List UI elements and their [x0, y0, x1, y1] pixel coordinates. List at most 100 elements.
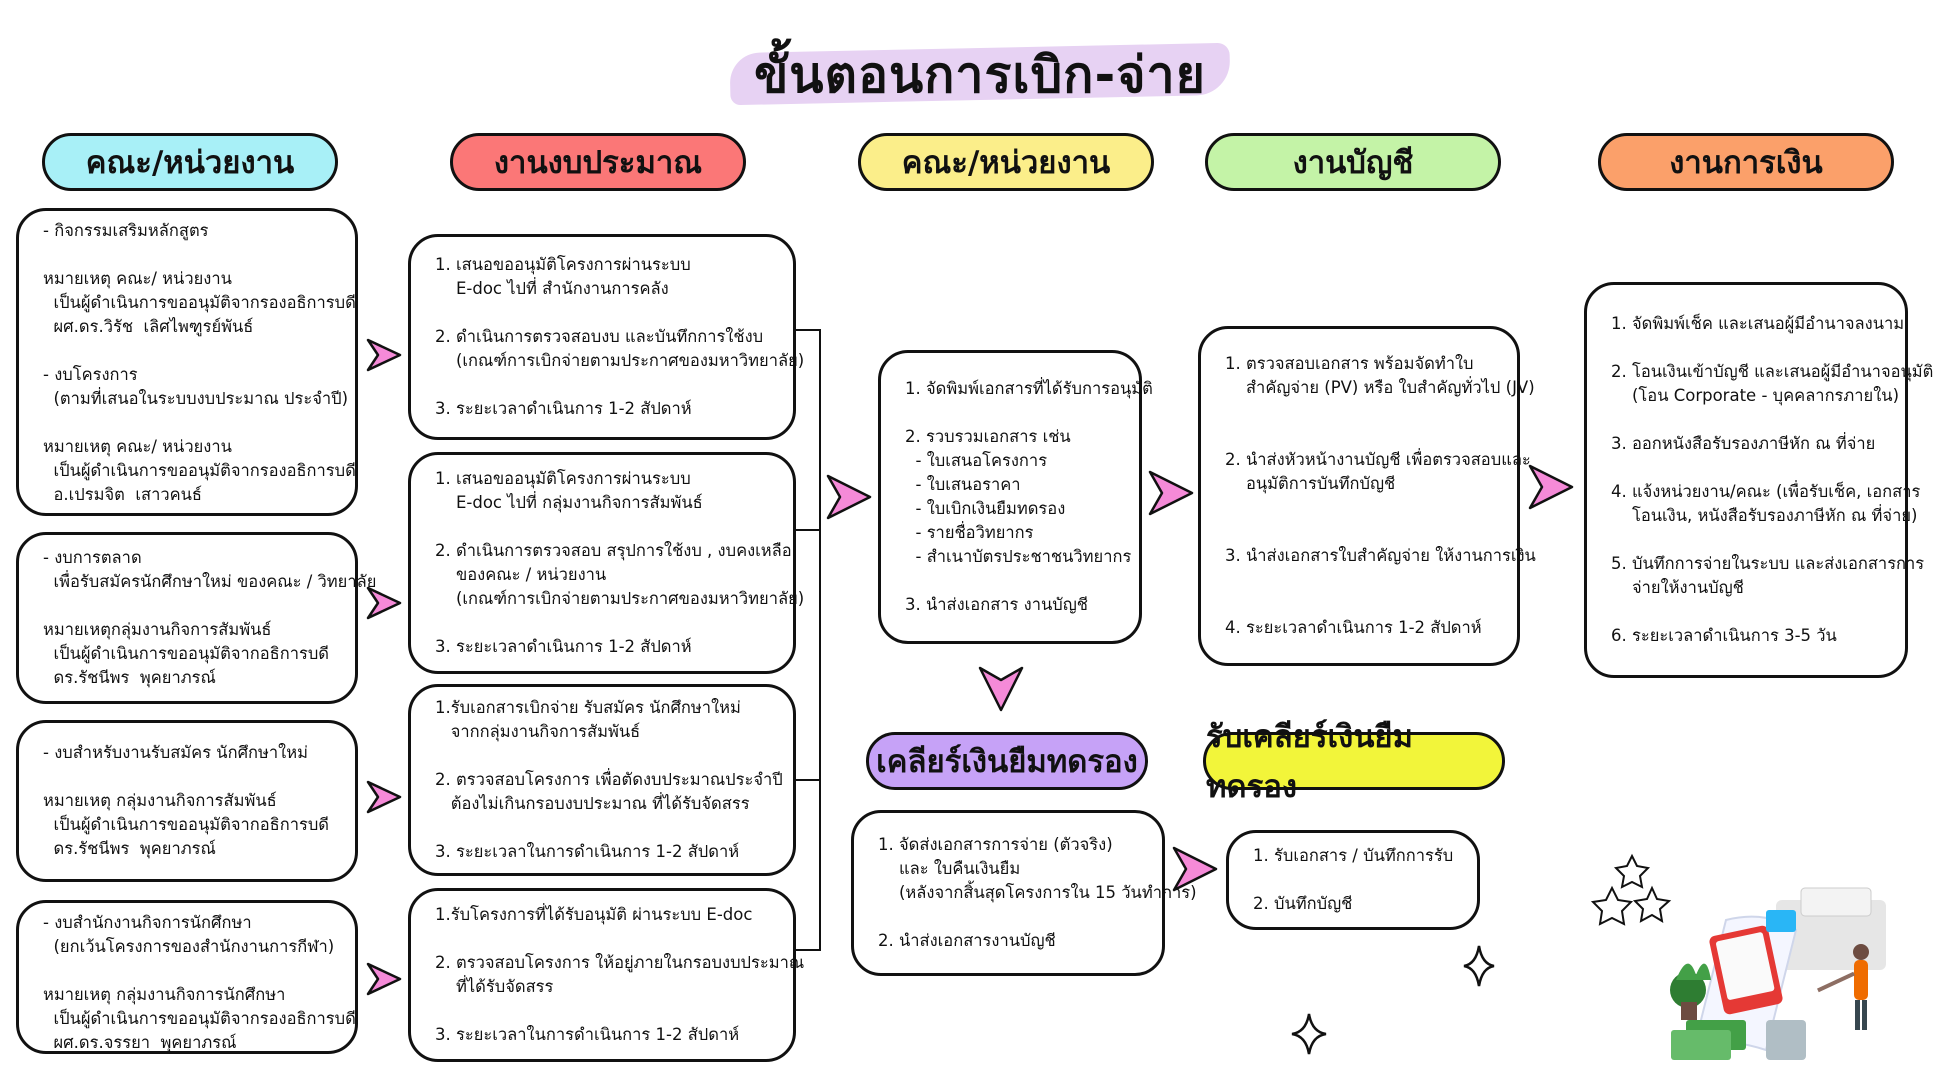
box-line: ดร.รัชนีพร พุคยาภรณ์: [43, 668, 216, 687]
box-line: (เกณฑ์การเบิกจ่ายตามประกาศของมหาวิทยาลัย…: [435, 589, 805, 608]
arrow-right-5: [826, 474, 872, 520]
box-line: ดร.รัชนีพร พุคยาภรณ์: [43, 839, 216, 858]
box-line: หมายเหตุ กลุ่มงานกิจการนักศึกษา: [43, 985, 286, 1004]
box-line: 3. ระยะเวลาในการดำเนินการ 1-2 สัปดาห์: [435, 1025, 740, 1044]
box-line: เป็นผู้ดำเนินการขออนุมัติจากอธิการบดี: [43, 644, 330, 663]
box-line: 3. ระยะเวลาในการดำเนินการ 1-2 สัปดาห์: [435, 842, 740, 861]
box-line: และ ใบคืนเงินยืม: [878, 859, 1021, 878]
box-line: 3. ระยะเวลาดำเนินการ 1-2 สัปดาห์: [435, 399, 692, 418]
arrow-right-3: [366, 780, 402, 814]
faculty-box-3: - งบสำหรับงานรับสมัคร นักศึกษาใหม่หมายเห…: [16, 720, 358, 882]
box-line: โอนเงิน, หนังสือรับรองภาษีหัก ณ ที่จ่าย): [1611, 506, 1918, 525]
box-line: 1. จัดส่งเอกสารการจ่าย (ตัวจริง): [878, 835, 1113, 854]
box-line: เพื่อรับสมัครนักศึกษาใหม่ ของคณะ / วิทยา…: [43, 572, 377, 591]
box-line: (ยกเว้นโครงการของสำนักงานการกีฬา): [43, 937, 335, 956]
title-area: ขั้นตอนการเบิก-จ่าย: [729, 30, 1231, 110]
box-line: 1. รับเอกสาร / บันทึกการรับ: [1253, 846, 1454, 865]
box-line: ผศ.ดร.วิรัช เลิศไพฑูรย์พันธ์: [43, 317, 254, 336]
box-line: อนุมัติการบันทึกบัญชี: [1225, 474, 1396, 493]
box-line: ต้องไม่เกินกรอบงบประมาณ ที่ได้รับจัดสรร: [435, 794, 750, 813]
box-line: หมายเหตุ กลุ่มงานกิจการสัมพันธ์: [43, 791, 277, 810]
budget-box-1: 1. เสนอขออนุมัติโครงการผ่านระบบ E-doc ไป…: [408, 234, 804, 440]
box-line: หมายเหตุกลุ่มงานกิจการสัมพันธ์: [43, 620, 272, 639]
box-line: - ใบเบิกเงินยืมทดรอง: [905, 499, 1066, 518]
box-line: - งบสำนักงานกิจการนักศึกษา: [43, 913, 252, 932]
box-line: E-doc ไปที่ กลุ่มงานกิจการสัมพันธ์: [435, 493, 703, 512]
header-faculty-2: คณะ/หน่วยงาน: [858, 133, 1154, 191]
box-line: 1. เสนอขออนุมัติโครงการผ่านระบบ: [435, 255, 691, 274]
box-line: สำคัญจ่าย (PV) หรือ ใบสำคัญทั่วไป (JV): [1225, 378, 1535, 397]
arrow-right-1: [366, 338, 402, 372]
arrow-right-2: [366, 586, 402, 620]
box-line: 2. ตรวจสอบโครงการ เพื่อตัดงบประมาณประจำป…: [435, 770, 783, 789]
budget-box-2: 1. เสนอขออนุมัติโครงการผ่านระบบ E-doc ไป…: [408, 452, 804, 674]
faculty-box-2: - งบการตลาด เพื่อรับสมัครนักศึกษาใหม่ ขอ…: [16, 532, 376, 704]
box-line: - รายชื่อวิทยากร: [905, 523, 1034, 542]
header-finance: งานการเงิน: [1598, 133, 1894, 191]
box-line: อ.เปรมจิต เสาวคนธ์: [43, 485, 202, 504]
box-line: - งบการตลาด: [43, 548, 142, 567]
box-line: - กิจกรรมเสริมหลักสูตร: [43, 221, 209, 240]
box-line: - ใบเสนอราคา: [905, 475, 1021, 494]
box-line: - งบโครงการ: [43, 365, 138, 384]
faculty-box-4: - งบสำนักงานกิจการนักศึกษา (ยกเว้นโครงกา…: [16, 900, 358, 1054]
star-icon: [1590, 853, 1672, 926]
box-line: - สำเนาบัตรประชาชนวิทยากร: [905, 547, 1132, 566]
budget-box-4: 1.รับโครงการที่ได้รับอนุมัติ ผ่านระบบ E-…: [408, 888, 804, 1062]
header-accounting: งานบัญชี: [1205, 133, 1501, 191]
arrow-down: [978, 666, 1024, 712]
box-line: 1.รับเอกสารเบิกจ่าย รับสมัคร นักศึกษาใหม…: [435, 698, 741, 717]
box-line: เป็นผู้ดำเนินการขออนุมัติจากรองอธิการบดี: [43, 461, 356, 480]
header-clear-advance: เคลียร์เงินยืมทดรอง: [866, 732, 1148, 790]
box-line: - ใบเสนอโครงการ: [905, 451, 1048, 470]
box-line: 2. รวบรวมเอกสาร เช่น: [905, 427, 1071, 446]
finance-box: 1. จัดพิมพ์เช็ค และเสนอผู้มีอำนาจลงนาม 2.…: [1584, 282, 1933, 678]
box-line: 1.รับโครงการที่ได้รับอนุมัติ ผ่านระบบ E-…: [435, 905, 753, 924]
arrow-right-6: [1148, 470, 1194, 516]
box-line: 3. นำส่งเอกสาร งานบัญชี: [905, 595, 1088, 614]
box-line: 2. ดำเนินการตรวจสอบงบ และบันทึกการใช้งบ: [435, 327, 764, 346]
box-line: 4. ระยะเวลาดำเนินการ 1-2 สัปดาห์: [1225, 618, 1482, 637]
box-line: (เกณฑ์การเบิกจ่ายตามประกาศของมหาวิทยาลัย…: [435, 351, 805, 370]
clear-advance-box: 1. จัดส่งเอกสารการจ่าย (ตัวจริง) และ ใบค…: [851, 810, 1197, 976]
box-line: 2. บันทึกบัญชี: [1253, 894, 1353, 913]
box-line: 4. แจ้งหน่วยงาน/คณะ (เพื่อรับเช็ค, เอกสา…: [1611, 482, 1921, 501]
box-line: เป็นผู้ดำเนินการขออนุมัติจากอธิการบดี: [43, 815, 330, 834]
budget-box-3: 1.รับเอกสารเบิกจ่าย รับสมัคร นักศึกษาใหม…: [408, 684, 796, 876]
box-line: หมายเหตุ คณะ/ หน่วยงาน: [43, 437, 232, 456]
office-illustration-icon: [1670, 887, 1886, 1060]
box-line: (ตามที่เสนอในระบบงบประมาณ ประจำปี): [43, 389, 349, 408]
box-line: จากกลุ่มงานกิจการสัมพันธ์: [435, 722, 641, 741]
page-title: ขั้นตอนการเบิก-จ่าย: [754, 46, 1206, 104]
arrow-right-4: [366, 962, 402, 996]
box-line: 2. ตรวจสอบโครงการ ให้อยู่ภายในกรอบงบประม…: [435, 953, 805, 972]
box-line: 1. เสนอขออนุมัติโครงการผ่านระบบ: [435, 469, 691, 488]
sparkle-icon: [1291, 1013, 1327, 1055]
arrow-right-8: [1172, 846, 1218, 892]
box-line: - งบสำหรับงานรับสมัคร นักศึกษาใหม่: [43, 743, 308, 762]
box-line: ของคณะ / หน่วยงาน: [435, 565, 607, 584]
box-line: 5. บันทึกการจ่ายในระบบ และส่งเอกสารการ: [1611, 554, 1925, 573]
box-line: เป็นผู้ดำเนินการขออนุมัติจากรองอธิการบดี: [43, 1009, 356, 1028]
faculty-box-1: - กิจกรรมเสริมหลักสูตรหมายเหตุ คณะ/ หน่ว…: [16, 208, 358, 516]
box-line: 3. นำส่งเอกสารใบสำคัญจ่าย ให้งานการเงิน: [1225, 546, 1536, 565]
box-line: ผศ.ดร.จรรยา พุคยาภรณ์: [43, 1033, 237, 1052]
faculty2-box: 1. จัดพิมพ์เอกสารที่ได้รับการอนุมัติ2. ร…: [878, 350, 1153, 644]
box-line: 2. นำส่งเอกสารงานบัญชี: [878, 931, 1056, 950]
box-line: 2. นำส่งหัวหน้างานบัญชี เพื่อตรวจสอบและ: [1225, 450, 1531, 469]
sparkle-icon: [1463, 945, 1495, 987]
accounting-box: 1. ตรวจสอบเอกสาร พร้อมจัดทำใบ สำคัญจ่าย …: [1198, 326, 1536, 666]
box-line: จ่ายให้งานบัญชี: [1611, 578, 1744, 597]
box-line: 2. ดำเนินการตรวจสอบ สรุปการใช้งบ , งบคงเ…: [435, 541, 792, 560]
box-line: 3. ออกหนังสือรับรองภาษีหัก ณ ที่จ่าย: [1611, 434, 1876, 453]
connector-line: [796, 329, 821, 951]
header-faculty: คณะ/หน่วยงาน: [42, 133, 338, 191]
box-line: หมายเหตุ คณะ/ หน่วยงาน: [43, 269, 232, 288]
box-line: E-doc ไปที่ สำนักงานการคลัง: [435, 279, 669, 298]
box-line: 6. ระยะเวลาดำเนินการ 3-5 วัน: [1611, 626, 1837, 645]
arrow-right-7: [1528, 464, 1574, 510]
box-line: เป็นผู้ดำเนินการขออนุมัติจากรองอธิการบดี: [43, 293, 356, 312]
receive-clear-box: 1. รับเอกสาร / บันทึกการรับ 2. บันทึกบัญช…: [1226, 830, 1480, 930]
box-line: 2. โอนเงินเข้าบัญชี และเสนอผู้มีอำนาจอนุ…: [1611, 362, 1933, 381]
box-line: 1. จัดพิมพ์เช็ค และเสนอผู้มีอำนาจลงนาม: [1611, 314, 1905, 333]
